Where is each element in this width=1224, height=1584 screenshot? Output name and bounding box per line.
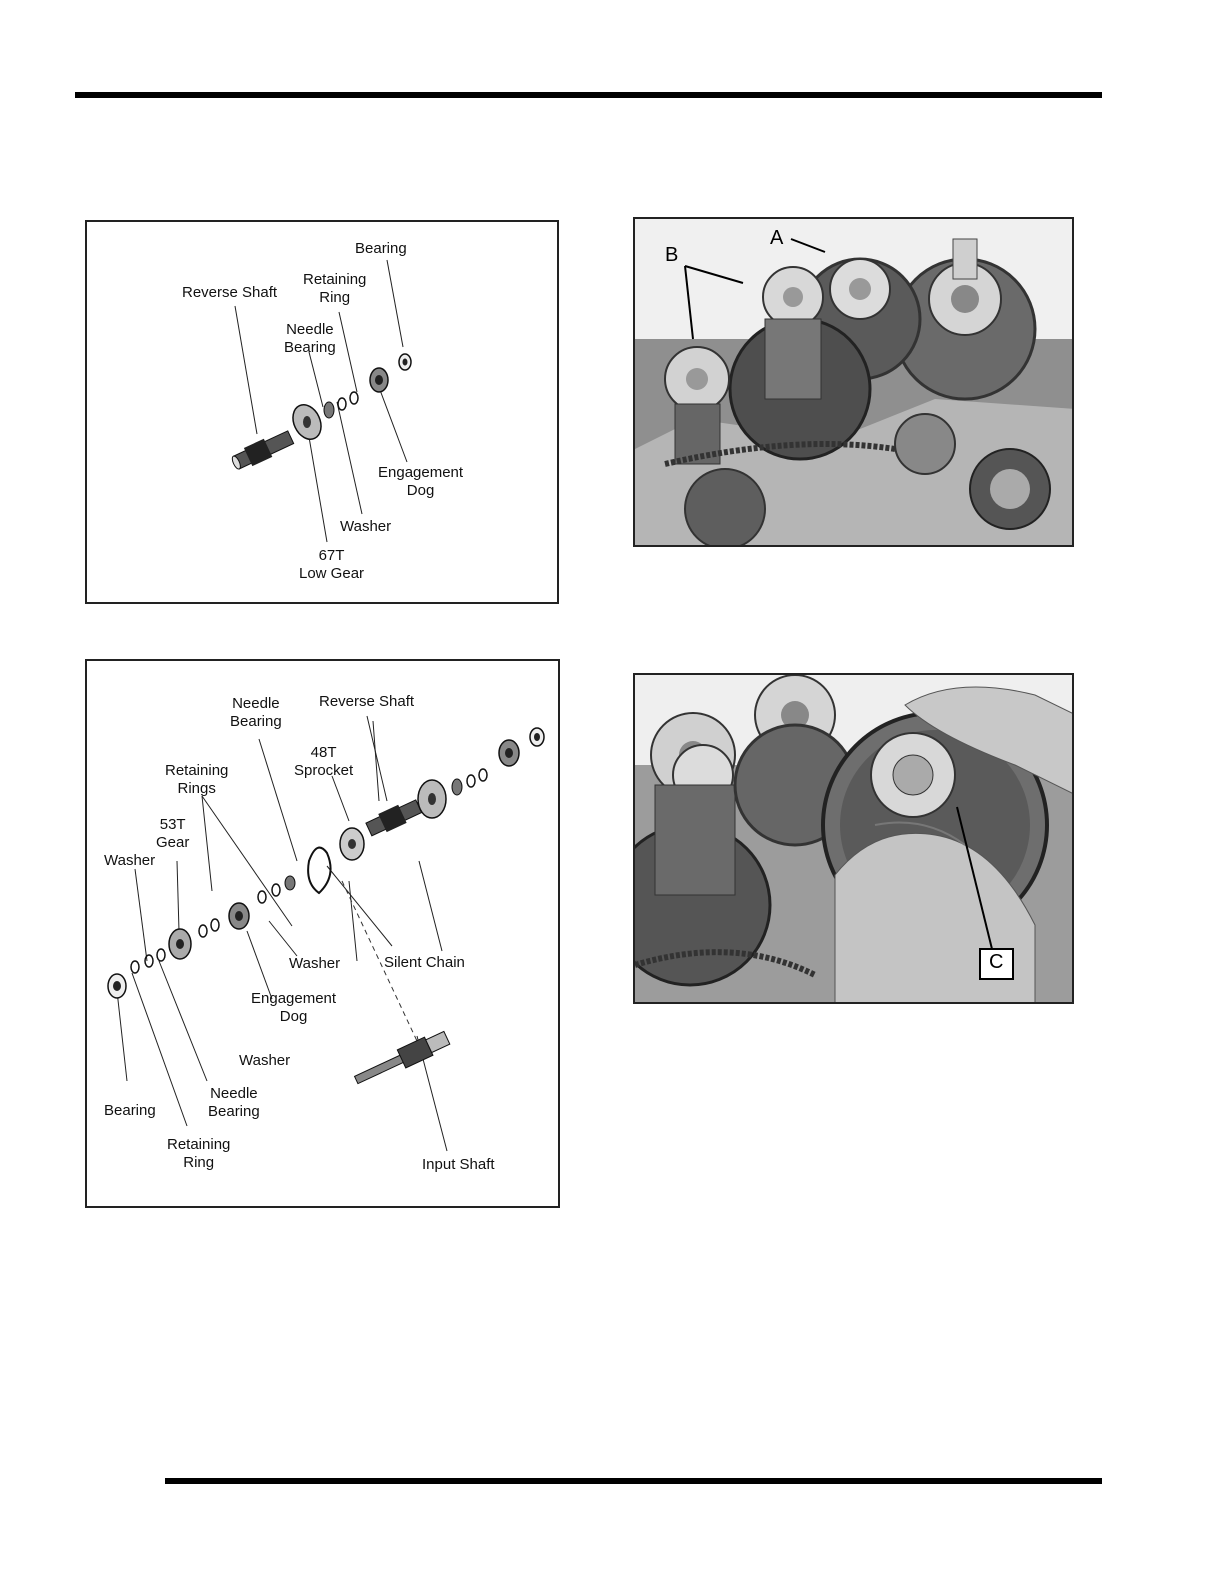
label-washer-left: Washer (104, 852, 155, 870)
label-needle-bearing-top: Needle Bearing (230, 695, 282, 731)
gear-cluster-photo: A B (633, 217, 1074, 547)
callout-a: A (770, 227, 783, 250)
label-gear-53t: 53T Gear (156, 816, 189, 852)
gear-install-photo: C (633, 673, 1074, 1004)
gear-cluster-illustration (635, 219, 1074, 547)
label-reverse-shaft: Reverse Shaft (182, 284, 277, 302)
label-washer-low: Washer (239, 1052, 290, 1070)
label-bearing: Bearing (104, 1102, 156, 1120)
input-shaft-exploded-figure: Needle Bearing Reverse Shaft 48T Sprocke… (85, 659, 560, 1208)
label-retaining-ring: Retaining Ring (303, 271, 366, 307)
label-washer: Washer (340, 518, 391, 536)
label-needle-bearing-low: Needle Bearing (208, 1085, 260, 1121)
label-washer-mid: Washer (289, 955, 340, 973)
label-low-gear: 67T Low Gear (299, 547, 364, 583)
callout-c: C (989, 951, 1003, 974)
footer-rule (165, 1478, 1102, 1484)
callout-b: B (665, 244, 678, 267)
label-retaining-rings: Retaining Rings (165, 762, 228, 798)
reverse-shaft-exploded-figure: Bearing Retaining Ring Reverse Shaft Nee… (85, 220, 559, 604)
label-needle-bearing: Needle Bearing (284, 321, 336, 357)
label-engagement-dog: Engagement Dog (378, 464, 463, 500)
label-engagement-dog: Engagement Dog (251, 990, 336, 1026)
label-sprocket: 48T Sprocket (294, 744, 353, 780)
label-reverse-shaft: Reverse Shaft (319, 693, 414, 711)
label-bearing: Bearing (355, 240, 407, 258)
label-input-shaft: Input Shaft (422, 1156, 495, 1174)
label-silent-chain: Silent Chain (384, 954, 465, 972)
label-retaining-ring: Retaining Ring (167, 1136, 230, 1172)
header-rule (75, 92, 1102, 98)
gear-install-illustration (635, 675, 1074, 1004)
